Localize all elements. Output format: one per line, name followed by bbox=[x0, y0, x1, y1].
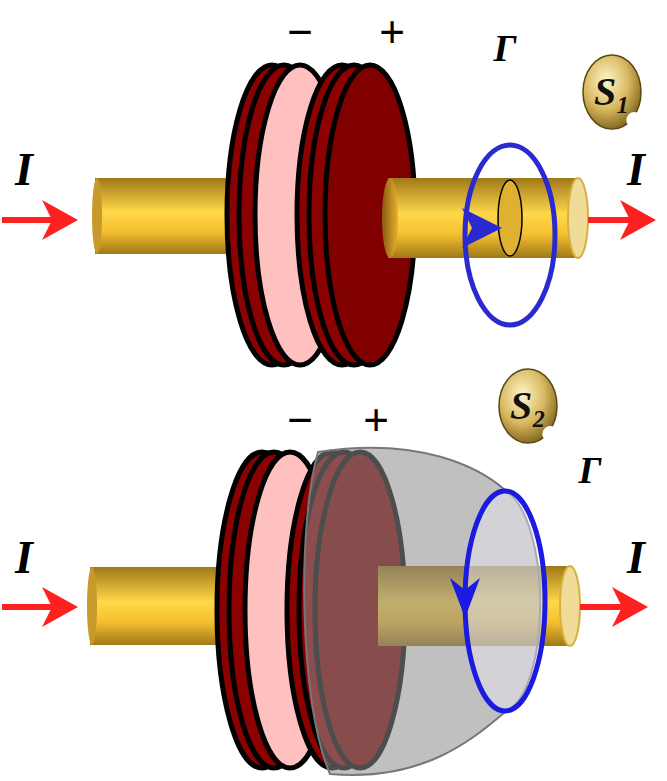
current-label: I bbox=[627, 147, 645, 193]
contour-label: Γ bbox=[579, 451, 602, 489]
wire-end bbox=[87, 567, 97, 645]
polarity-sign: − bbox=[287, 398, 313, 442]
badge-notch bbox=[626, 112, 642, 128]
current-arrow bbox=[620, 200, 656, 240]
current-arrow bbox=[588, 217, 630, 223]
polarity-sign: − bbox=[287, 10, 313, 54]
wire-end bbox=[382, 178, 398, 258]
polarity-sign: + bbox=[363, 398, 389, 442]
polarity-sign: + bbox=[379, 10, 405, 54]
surface-name: S₂ bbox=[510, 386, 546, 426]
current-label: I bbox=[627, 535, 645, 581]
wire-end bbox=[560, 566, 580, 646]
surface-name: S₁ bbox=[594, 72, 630, 112]
current-arrow bbox=[2, 604, 52, 610]
surface-badge: S₂ bbox=[497, 367, 559, 445]
wire-end bbox=[92, 178, 102, 254]
current-arrow bbox=[580, 604, 622, 610]
contour-arrow bbox=[462, 208, 502, 248]
contour-loop bbox=[465, 491, 545, 711]
surface-badge: S₁ bbox=[581, 53, 643, 131]
current-arrow bbox=[42, 587, 78, 627]
badge-notch bbox=[542, 426, 558, 442]
current-label: I bbox=[15, 147, 33, 193]
current-label: I bbox=[15, 535, 33, 581]
wire-section bbox=[498, 180, 522, 256]
contour-label: Γ bbox=[494, 29, 517, 67]
current-arrow bbox=[612, 587, 648, 627]
contour-arrow bbox=[450, 578, 480, 618]
current-arrow bbox=[42, 200, 78, 240]
wire-end bbox=[568, 178, 588, 258]
current-arrow bbox=[2, 217, 52, 223]
